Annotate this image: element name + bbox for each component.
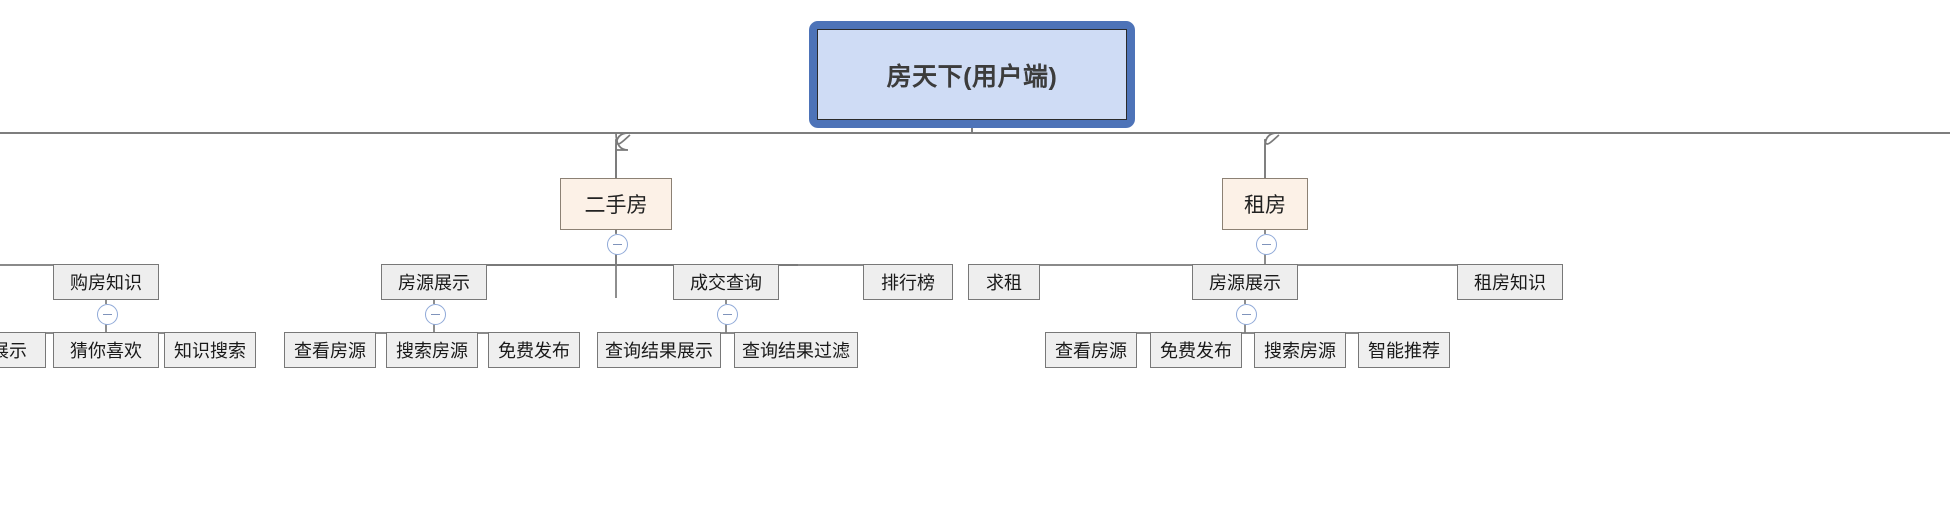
node-chengjiao-chaxun[interactable]: 成交查询 [673, 264, 779, 300]
leaf-mianfei-fabu-2-label: 免费发布 [1160, 341, 1232, 361]
leaf-chaxun-jieguo-zhanshi-label: 查询结果展示 [605, 341, 713, 361]
collapse-toggle-chengjiao-chaxun[interactable] [717, 304, 738, 325]
leaf-chakan-fangyuan-2[interactable]: 查看房源 [1045, 332, 1137, 368]
collapse-toggle-ershoufang[interactable] [607, 234, 628, 255]
leaf-chaxun-jieguo-guolv[interactable]: 查询结果过滤 [734, 332, 858, 368]
node-fangyuan-zhanshi-2-label: 房源展示 [1209, 273, 1281, 293]
leaf-sousuo-fangyuan-1[interactable]: 搜索房源 [386, 332, 478, 368]
leaf-chakan-fangyuan-1-label: 查看房源 [294, 341, 366, 361]
node-zufang-zhishi-label: 租房知识 [1474, 273, 1546, 293]
node-fangyuan-zhanshi-2[interactable]: 房源展示 [1192, 264, 1298, 300]
minus-icon [431, 313, 440, 316]
minus-icon [1262, 243, 1271, 246]
collapse-toggle-fangyuan-zhanshi-2[interactable] [1236, 304, 1257, 325]
minus-icon [103, 313, 112, 316]
minus-icon [613, 243, 622, 246]
leaf-zhineng-tuijian-label: 智能推荐 [1368, 341, 1440, 361]
leaf-sousuo-fangyuan-2[interactable]: 搜索房源 [1254, 332, 1346, 368]
minus-icon [723, 313, 732, 316]
node-paihangbang-label: 排行榜 [881, 273, 935, 293]
node-zufang-label: 租房 [1244, 194, 1286, 217]
leaf-zhishi-sousuo[interactable]: 知识搜索 [164, 332, 256, 368]
collapse-toggle-goufang-zhishi[interactable] [97, 304, 118, 325]
node-zufang[interactable]: 租房 [1222, 178, 1308, 230]
leaf-chaxun-jieguo-guolv-label: 查询结果过滤 [742, 341, 850, 361]
minus-icon [1242, 313, 1251, 316]
node-ershoufang-label: 二手房 [584, 194, 648, 217]
node-ershoufang[interactable]: 二手房 [560, 178, 672, 230]
collapse-toggle-zufang[interactable] [1256, 234, 1277, 255]
collapse-toggle-fangyuan-zhanshi-1[interactable] [425, 304, 446, 325]
leaf-sousuo-fangyuan-2-label: 搜索房源 [1264, 341, 1336, 361]
node-qiuzu[interactable]: 求租 [968, 264, 1040, 300]
node-fangyuan-zhanshi-1-label: 房源展示 [398, 273, 470, 293]
node-goufang-zhishi-label: 购房知识 [70, 273, 142, 293]
leaf-mianfei-fabu-1-label: 免费发布 [498, 341, 570, 361]
leaf-caini-xihuan[interactable]: 猜你喜欢 [53, 332, 159, 368]
leaf-mianfei-fabu-1[interactable]: 免费发布 [488, 332, 580, 368]
leaf-caini-xihuan-label: 猜你喜欢 [70, 341, 142, 361]
leaf-sousuo-fangyuan-1-label: 搜索房源 [396, 341, 468, 361]
leaf-zhishi-sousuo-label: 知识搜索 [174, 341, 246, 361]
node-root-label: 房天下(用户端) [886, 62, 1058, 91]
leaf-zhineng-tuijian[interactable]: 智能推荐 [1358, 332, 1450, 368]
node-chengjiao-chaxun-label: 成交查询 [690, 273, 762, 293]
leaf-zhanshi-clipped[interactable]: 展示 [0, 332, 46, 368]
node-zufang-zhishi[interactable]: 租房知识 [1457, 264, 1563, 300]
node-root[interactable]: 房天下(用户端) [817, 29, 1127, 120]
node-goufang-zhishi[interactable]: 购房知识 [53, 264, 159, 300]
leaf-chakan-fangyuan-1[interactable]: 查看房源 [284, 332, 376, 368]
node-fangyuan-zhanshi-1[interactable]: 房源展示 [381, 264, 487, 300]
node-qiuzu-label: 求租 [986, 273, 1022, 293]
leaf-chakan-fangyuan-2-label: 查看房源 [1055, 341, 1127, 361]
node-paihangbang[interactable]: 排行榜 [863, 264, 953, 300]
leaf-chaxun-jieguo-zhanshi[interactable]: 查询结果展示 [597, 332, 721, 368]
leaf-zhanshi-clipped-label: 展示 [0, 341, 27, 361]
leaf-mianfei-fabu-2[interactable]: 免费发布 [1150, 332, 1242, 368]
